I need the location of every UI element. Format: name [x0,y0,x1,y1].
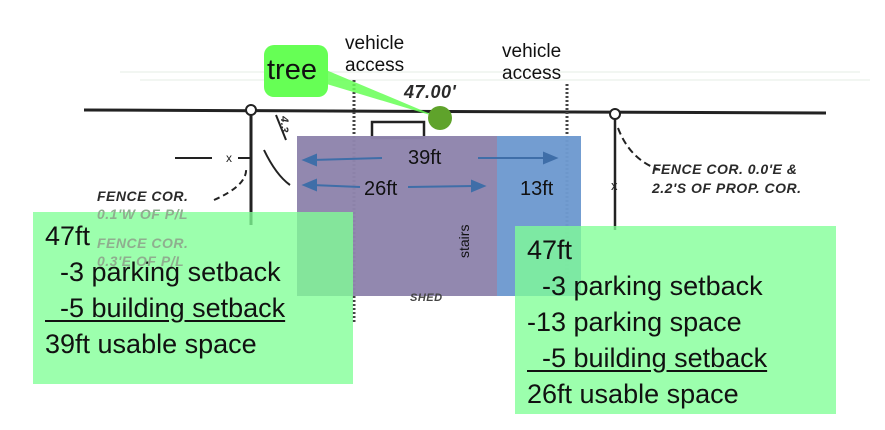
left-calc-building-setback: -5 building setback [45,293,286,323]
dimension-26ft: 26ft [364,178,398,200]
left-fence-arc [213,167,248,201]
svg-text:x: x [611,178,618,193]
right-calculation-box: 47ft -3 parking setback -13 parking spac… [515,226,836,414]
tree-callout-pointer [320,70,440,118]
left-calculation-box: 47ft -3 parking setback -5 building setb… [33,212,353,384]
arrow-39ft-left [311,157,383,161]
right-calc-total: 47ft [527,235,573,265]
shed-label: SHED [410,292,443,304]
right-fence-arc [617,127,661,171]
fence-left-note-4: 0.3'E OF P/L [97,253,185,269]
right-calc-parking-setback: -3 parking setback [527,271,763,301]
property-line [83,108,827,115]
tree-label: tree [267,54,317,86]
fence-left-note-2: 0.1'W OF P/L [97,206,189,222]
right-calc-building-setback: -5 building setback [527,343,768,373]
small-structure [370,120,426,140]
tree-callout [264,45,328,97]
survey-marker-right [609,108,621,120]
tree-marker [428,106,452,130]
fence-right-note-2: 2.2'S OF PROP. COR. [652,180,802,196]
fence-left-note-1: FENCE COR. [97,188,189,204]
fence-left-note-3: FENCE COR. [97,235,189,251]
arrow-26ft-left [311,184,361,188]
left-calc-parking-setback: -3 parking setback [45,257,281,287]
arrow-26ft-right [407,185,475,188]
vehicle-access-label-right: vehicle access [502,41,562,84]
survey-marker-left [245,104,257,116]
left-calc-usable: 39ft usable space [45,329,257,359]
dimension-13ft: 13ft [520,178,554,200]
right-calc-usable: 26ft usable space [527,379,739,409]
survey-side-label: 4.3 [277,116,290,133]
left-calc-total: 47ft [45,221,91,251]
fence-right-note-1: FENCE COR. 0.0'E & [652,161,798,177]
dimension-39ft: 39ft [408,147,442,169]
vehicle-access-label-left: vehicle access [345,33,405,76]
survey-width-label: 47.00' [404,82,457,102]
stairs-label: stairs [456,224,472,258]
right-calc-parking-space: -13 parking space [527,307,742,337]
svg-text:x: x [226,151,232,165]
